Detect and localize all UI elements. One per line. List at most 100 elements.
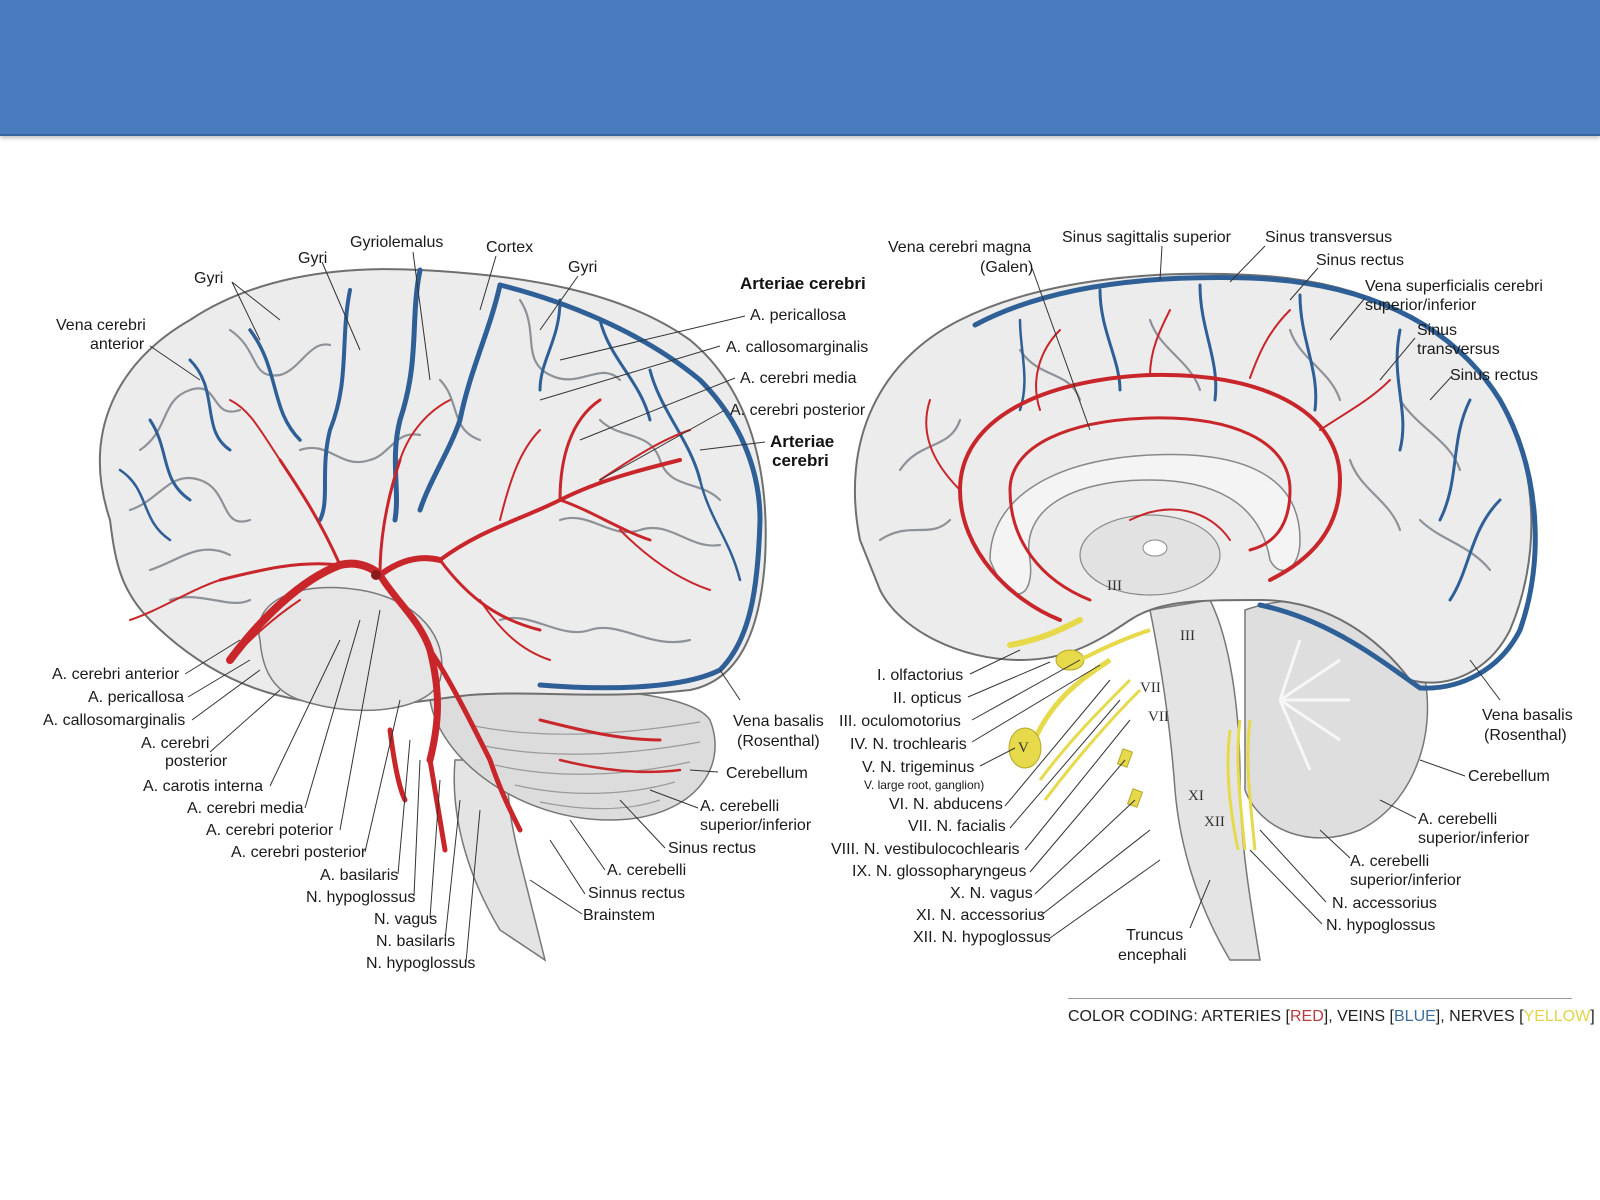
mark-vii-b: VII (1148, 709, 1169, 725)
label-a-cerebelli-r1-2: superior/inferior (1418, 830, 1530, 847)
label-vena-cerebri-magna-2: (Galen) (980, 259, 1033, 276)
left-cerebrum-shape (98, 268, 767, 708)
label-sinus-sagittalis: Sinus sagittalis superior (1062, 229, 1232, 246)
label-a-cerebelli-left-1: A. cerebelli (700, 798, 779, 815)
mark-xi: XI (1188, 788, 1204, 804)
label-cn-1: II. opticus (893, 690, 961, 707)
label-n-hypoglossus: N. hypoglossus (1326, 917, 1435, 934)
label-vena-cerebri-magna-1: Vena cerebri magna (888, 239, 1031, 256)
right-medial-brain (853, 272, 1538, 961)
label-sinus-rectus-left: Sinus rectus (668, 840, 756, 857)
label-vena-cerebri-anterior-2: anterior (90, 336, 145, 353)
label-bl-6: A. cerebri media (187, 800, 304, 817)
label-a-cerebelli-r2-2: superior/inferior (1350, 872, 1462, 889)
right-interthalamic (1142, 539, 1168, 557)
label-bl-0: A. cerebri anterior (52, 666, 180, 683)
label-bl-3: A. cerebri (141, 735, 209, 752)
label-cn-2: III. oculomotorius (839, 713, 961, 730)
label-n-accessorius: N. accessorius (1332, 895, 1437, 912)
label-a-cerebelli-r1-1: A. cerebelli (1418, 811, 1497, 828)
label-bl-2: A. callosomarginalis (43, 712, 185, 729)
label-arteriae-repeat-1: Arteriae (770, 432, 834, 451)
label-cn-8: VIII. N. vestibulocochlearis (831, 841, 1020, 858)
label-cn-6: VI. N. abducens (889, 796, 1003, 813)
legend-veins: BLUE (1394, 1008, 1436, 1025)
label-sinus-transversus-2a: Sinus (1417, 322, 1457, 339)
label-vena-superficialis-1: Vena superficialis cerebri (1365, 278, 1543, 295)
label-vena-basalis-right-2: (Rosenthal) (1484, 727, 1567, 744)
legend-suffix: ] (1590, 1008, 1595, 1025)
label-gyri-left: Gyri (194, 270, 223, 287)
label-sinnus-rectus: Sinnus rectus (588, 885, 685, 902)
legend-nerves: YELLOW (1523, 1008, 1591, 1025)
label-gyri-top: Gyri (298, 250, 327, 267)
label-a-cerebri-media-top: A. cerebri media (740, 370, 857, 387)
label-a-cerebri-posterior-top: A. cerebri posterior (730, 402, 866, 419)
right-gyri-outlines (878, 318, 1492, 572)
label-cerebellum-left: Cerebellum (726, 765, 808, 782)
left-arteries (129, 398, 711, 853)
label-bl-4: posterior (165, 753, 228, 770)
label-truncus-1: Truncus (1126, 927, 1183, 944)
right-veins (972, 275, 1538, 691)
right-nerves (1007, 617, 1257, 851)
mark-iii-b: III (1180, 628, 1195, 644)
left-lateral-brain (98, 267, 767, 962)
label-gyriolemalus: Gyriolemalus (350, 234, 443, 251)
label-cn-4: V. N. trigeminus (862, 759, 974, 776)
label-cn-7: VII. N. facialis (908, 818, 1006, 835)
left-artery-junction (371, 570, 381, 580)
label-sinus-transversus-2b: transversus (1417, 341, 1500, 358)
color-legend: COLOR CODING: ARTERIES [RED], VEINS [BLU… (1068, 1008, 1595, 1026)
label-cn-11: XI. N. accessorius (916, 907, 1045, 924)
label-vena-basalis-left-2: (Rosenthal) (737, 733, 820, 750)
left-veins (118, 267, 763, 691)
legend-mid2: ], NERVES [ (1435, 1008, 1524, 1025)
right-labels: Vena cerebri magna (Galen) Sinus sagitta… (831, 229, 1573, 964)
label-a-callosomarginalis-top: A. callosomarginalis (726, 339, 868, 356)
label-bl-9: A. basilaris (320, 867, 398, 884)
label-arteriae-cerebri: Arteriae cerebri (740, 274, 866, 293)
right-brainstem-shape (1149, 599, 1261, 961)
label-bl-12: N. basilaris (376, 933, 455, 950)
label-cerebellum-right: Cerebellum (1468, 768, 1550, 785)
legend-arteries: RED (1289, 1008, 1324, 1025)
left-gyri-outlines (128, 298, 722, 644)
label-cn-12: XII. N. hypoglossus (913, 929, 1051, 946)
label-gyri-right: Gyri (568, 259, 597, 276)
label-vena-basalis-right-1: Vena basalis (1482, 707, 1573, 724)
mark-vii-a: VII (1140, 680, 1161, 696)
left-cerebellum-folia (469, 721, 701, 810)
legend-prefix: COLOR CODING: ARTERIES [ (1068, 1008, 1290, 1025)
label-cn-5: V. large root, ganglion) (864, 778, 984, 792)
label-sinus-rectus-2: Sinus rectus (1450, 367, 1538, 384)
label-cn-10: X. N. vagus (950, 885, 1033, 902)
label-bl-7: A. cerebri poterior (206, 822, 334, 839)
label-vena-superficialis-2: superior/inferior (1365, 297, 1477, 314)
label-bl-10: N. hypoglossus (306, 889, 415, 906)
label-sinus-rectus-top: Sinus rectus (1316, 252, 1404, 269)
right-arteries (925, 309, 1391, 622)
mark-v: V (1018, 740, 1029, 756)
label-cn-3: IV. N. trochlearis (850, 736, 967, 753)
header-bar (0, 0, 1600, 136)
right-leader-lines (967, 245, 1501, 939)
label-bl-11: N. vagus (374, 911, 437, 928)
left-leader-lines (149, 251, 766, 963)
label-cn-0: I. olfactorius (877, 667, 963, 684)
label-arteriae-repeat-2: cerebri (772, 451, 829, 470)
label-brainstem: Brainstem (583, 907, 655, 924)
label-a-pericallosa-top: A. pericallosa (750, 307, 846, 324)
mark-iii-a: III (1107, 578, 1122, 594)
label-truncus-2: encephali (1118, 947, 1187, 964)
left-temporal-lobe (257, 586, 443, 712)
label-vena-cerebri-anterior-1: Vena cerebri (56, 317, 146, 334)
legend-mid1: ], VEINS [ (1323, 1008, 1394, 1025)
label-sinus-transversus-top: Sinus transversus (1265, 229, 1392, 246)
label-bl-5: A. carotis interna (143, 778, 263, 795)
label-a-cerebelli-left-b: A. cerebelli (607, 862, 686, 879)
right-arbor-vitae (1278, 639, 1350, 771)
mark-xii: XII (1204, 814, 1225, 830)
label-bl-8: A. cerebri posterior (231, 844, 367, 861)
